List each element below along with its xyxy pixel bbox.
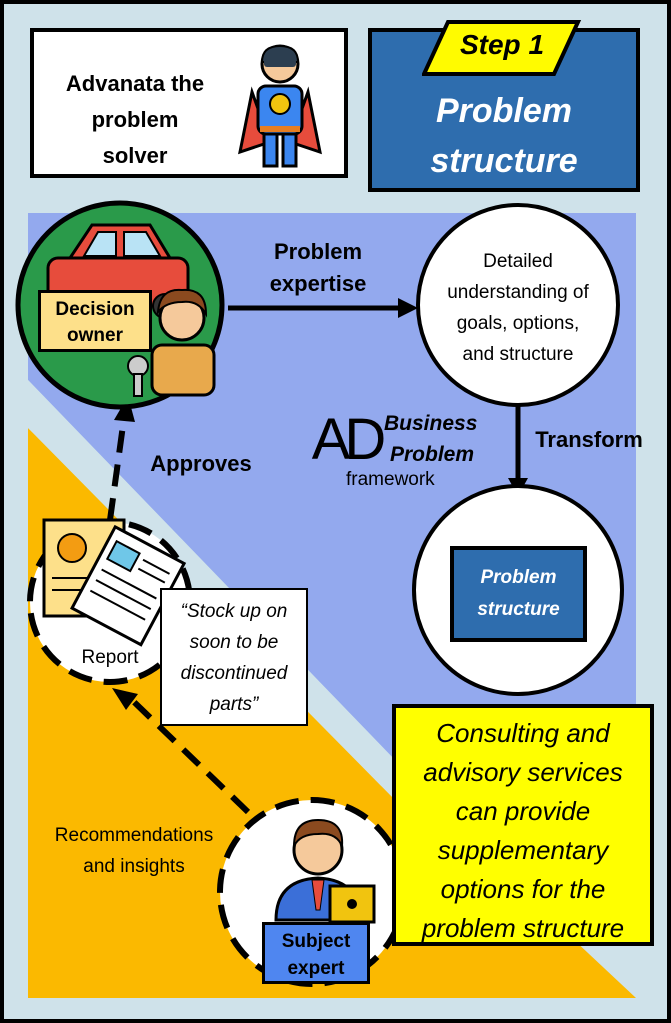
problem-expertise-line: expertise [269, 271, 367, 296]
recommendations-arrow-line [129, 697, 251, 815]
problem-structure-box [450, 546, 587, 642]
superhero-icon [238, 44, 322, 168]
quote-line: “Stock up on [180, 601, 288, 622]
recommendations-line: and insights [83, 856, 185, 877]
decision-owner-line: Decision [55, 299, 135, 320]
report-label: Report [81, 647, 139, 668]
recommendations-line: Recommendations [54, 825, 214, 846]
step-title-line: structure [430, 142, 578, 180]
consulting-text: Consulting and advisory services can pro… [396, 714, 650, 948]
step-title: Problem structure [372, 86, 636, 186]
subject-expert-label: Subject expert [262, 922, 370, 984]
problem-expertise-line: Problem [273, 239, 363, 264]
mechanic-icon [127, 288, 216, 397]
quote-line: discontinued [180, 663, 288, 684]
quote-text: “Stock up on soon to be discontinued par… [162, 596, 306, 720]
consulting-callout: Consulting and advisory services can pro… [392, 704, 654, 946]
recommendations-label: Recommendations and insights [30, 820, 238, 882]
decision-owner-line: owner [67, 325, 123, 346]
hero-title-line: problem [91, 107, 179, 132]
recommendations-arrow-head [112, 688, 138, 710]
detailed-understanding-line: understanding of [447, 282, 589, 303]
detailed-understanding-line: Detailed [483, 251, 553, 272]
step-tag [422, 20, 582, 76]
detailed-understanding-circle [416, 203, 620, 407]
detailed-understanding-line: and structure [462, 344, 574, 365]
quote-box: “Stock up on soon to be discontinued par… [160, 588, 308, 726]
approves-arrow-line [107, 417, 127, 521]
expert-person-icon [274, 818, 376, 924]
decision-owner-label: Decision owner [38, 290, 152, 352]
subject-expert-line: expert [287, 958, 345, 979]
consulting-line: problem structure [421, 913, 625, 943]
consulting-line: can provide [455, 796, 591, 826]
decision-owner-text: Decision owner [41, 297, 149, 349]
quote-line: parts” [209, 694, 259, 715]
step-title-line: Problem [435, 92, 573, 130]
problem-structure-text: Problem structure [452, 562, 585, 626]
framework-sub: framework [346, 469, 435, 490]
report-icon [42, 518, 187, 647]
quote-line: soon to be [189, 632, 279, 653]
framework-line: Problem [390, 443, 475, 466]
hero-title-line: solver [102, 143, 168, 168]
hero-title: Advanata the problem solver [46, 66, 224, 174]
ad-logo: AD [311, 407, 387, 472]
problem-structure-line: Problem [480, 567, 557, 588]
consulting-line: supplementary [437, 835, 609, 865]
consulting-line: options for the [440, 874, 606, 904]
expertise-arrow-head [398, 298, 418, 318]
subject-expert-line: Subject [281, 931, 351, 952]
detailed-understanding-line: goals, options, [456, 313, 580, 334]
transform-label: Transform [535, 427, 643, 452]
consulting-line: Consulting and [436, 718, 610, 748]
consulting-line: advisory services [423, 757, 623, 787]
framework-title: Business Problem [384, 408, 496, 470]
step-box: Problem structure [368, 28, 640, 192]
subject-expert-text: Subject expert [265, 928, 367, 982]
detailed-understanding-text: Detailed understanding of goals, options… [428, 246, 608, 370]
problem-expertise-label: Problem expertise [248, 236, 388, 300]
approves-label: Approves [150, 451, 252, 476]
framework-line: Business [384, 412, 478, 435]
problem-structure-line: structure [477, 599, 560, 620]
step-label: Step 1 [459, 29, 545, 60]
hero-box: Advanata the problem solver [30, 28, 348, 178]
hero-title-line: Advanata the [65, 71, 205, 96]
